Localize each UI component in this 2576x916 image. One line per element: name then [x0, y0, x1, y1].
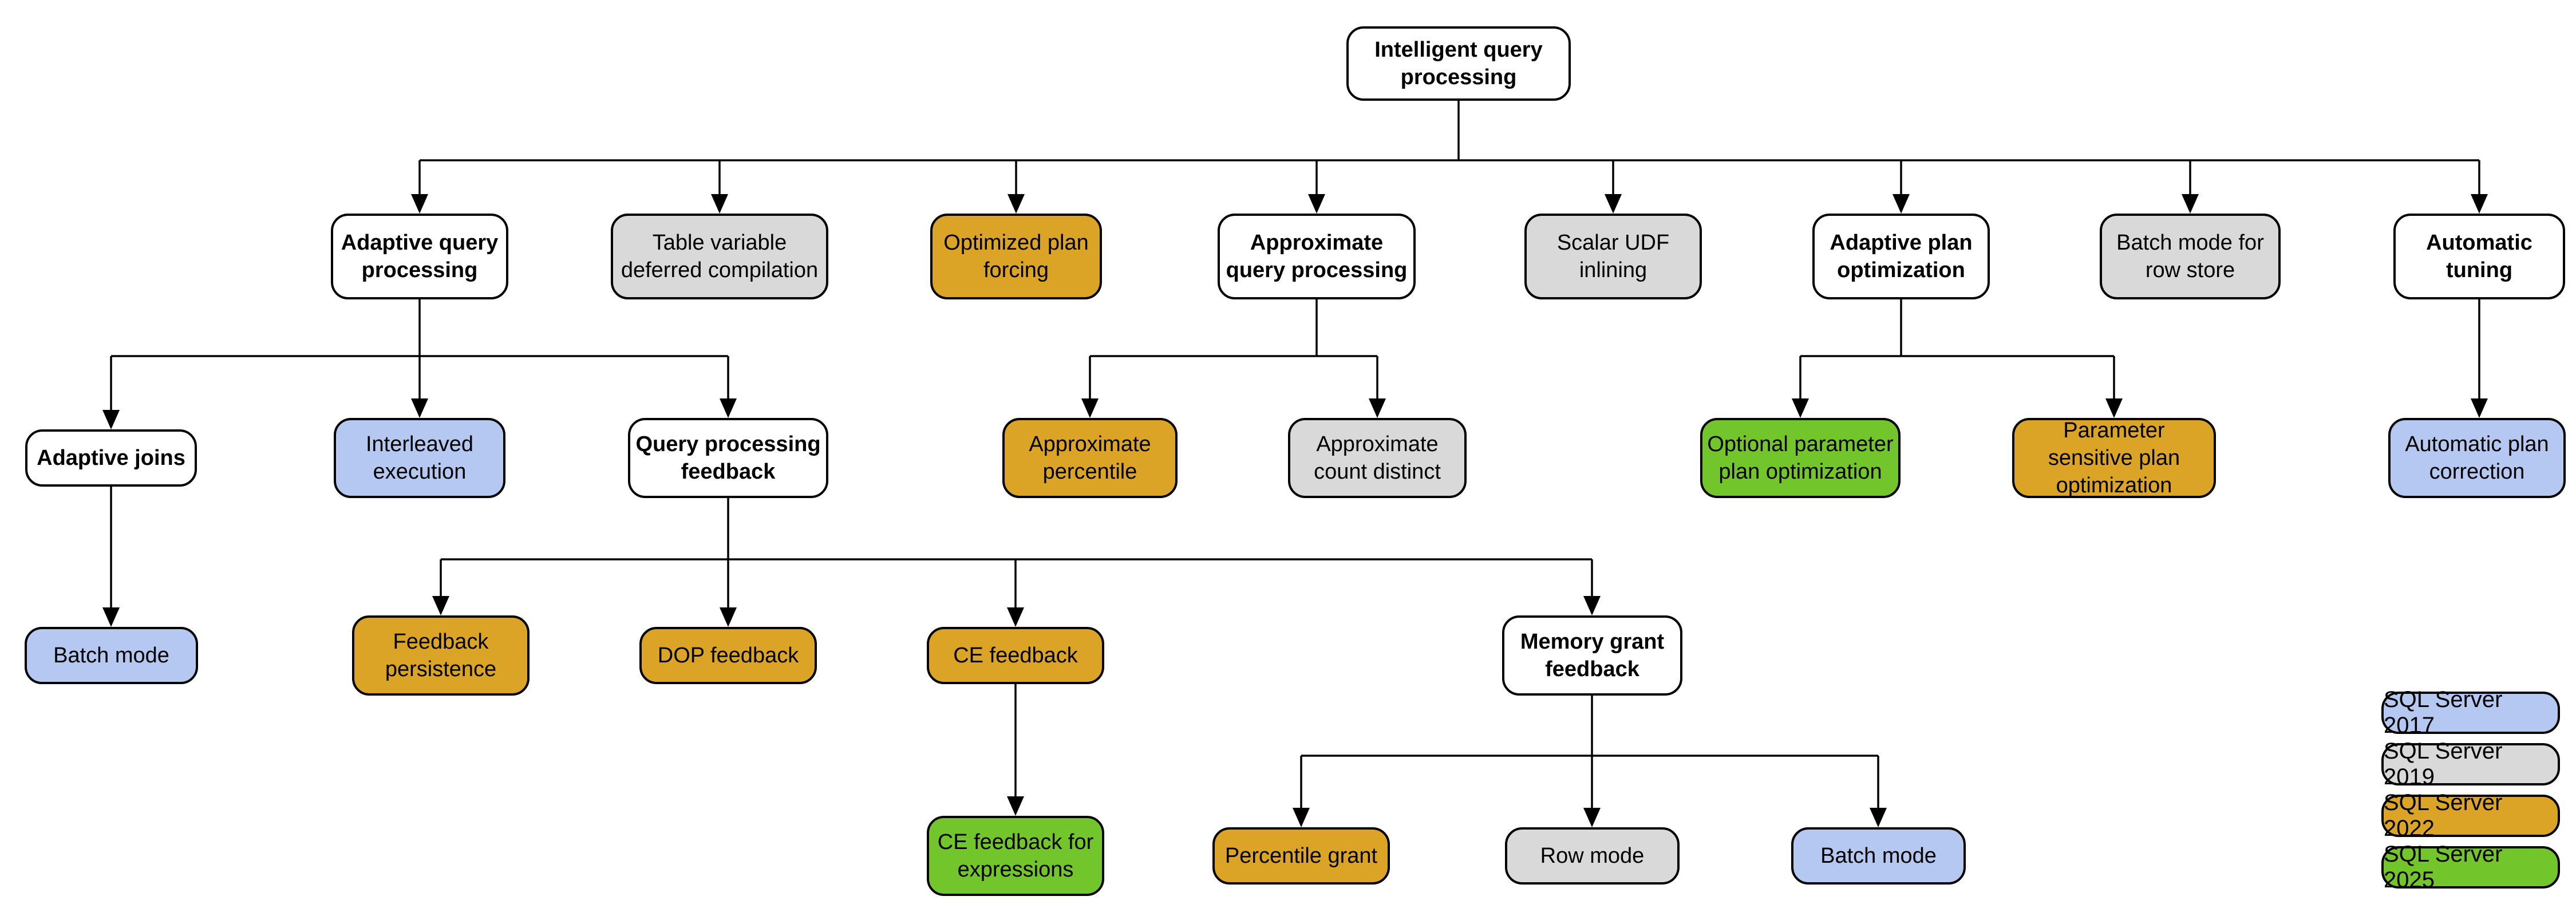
arrowhead-icon [1870, 808, 1887, 827]
node-scalar-udf-inlining: Scalar UDF inlining [1524, 214, 1702, 299]
edge-root-bus [418, 101, 2480, 195]
node-adaptive-plan-optimization: Adaptive plan optimization [1812, 214, 1990, 299]
node-memory-grant-feedback: Memory grant feedback [1502, 615, 1682, 696]
node-table-variable-deferred-compilation: Table variable deferred compilation [611, 214, 828, 299]
arrowhead-icon [411, 194, 428, 214]
node-automatic-tuning: Automatic tuning [2393, 214, 2565, 299]
node-approximate-percentile: Approximate percentile [1002, 418, 1178, 498]
node-ce-feedback-for-expressions: CE feedback for expressions [927, 816, 1104, 896]
arrowhead-icon [1792, 398, 1809, 418]
arrowhead-icon [1369, 398, 1386, 418]
edge-qpf-bus [440, 498, 1593, 609]
arrowhead-icon [1605, 194, 1622, 214]
node-approximate-count-distinct: Approximate count distinct [1288, 418, 1467, 498]
arrowhead-icon [1583, 808, 1601, 827]
node-feedback-persistence: Feedback persistence [352, 615, 530, 696]
arrowhead-icon [720, 398, 737, 418]
arrowhead-icon [1293, 808, 1310, 827]
node-row-mode: Row mode [1505, 827, 1680, 885]
node-intelligent-query-processing: Intelligent query processing [1346, 26, 1571, 101]
node-optimized-plan-forcing: Optimized plan forcing [930, 214, 1102, 299]
edge-aqp2-bus [1089, 299, 1378, 400]
arrowhead-icon [1081, 398, 1099, 418]
arrowhead-icon [1007, 796, 1024, 816]
arrowhead-icon [102, 607, 120, 627]
arrowhead-icon [1893, 194, 1910, 214]
arrowhead-icon [711, 194, 728, 214]
arrowhead-icon [2105, 398, 2123, 418]
arrowhead-icon [720, 607, 737, 627]
node-batch-mode-for-row-store: Batch mode for row store [2100, 214, 2281, 299]
arrowhead-icon [102, 410, 120, 429]
arrowhead-icon [1008, 194, 1025, 214]
legend-sql-server-2017: SQL Server 2017 [2381, 687, 2560, 738]
arrowhead-icon [411, 398, 428, 418]
arrowhead-icon [432, 596, 449, 615]
arrowhead-icon [2471, 398, 2488, 418]
arrowhead-icon [2471, 194, 2488, 214]
legend-sql-server-2025: SQL Server 2025 [2381, 842, 2560, 893]
node-ce-feedback: CE feedback [927, 627, 1104, 684]
arrowhead-icon [1308, 194, 1325, 214]
node-interleaved-execution: Interleaved execution [334, 418, 505, 498]
edge-mgf-bus [1300, 696, 1879, 809]
arrowhead-icon [1583, 596, 1601, 615]
node-batch-mode-adaptive-joins: Batch mode [25, 627, 198, 684]
node-dop-feedback: DOP feedback [639, 627, 817, 684]
node-adaptive-joins: Adaptive joins [25, 429, 197, 487]
node-query-processing-feedback: Query processing feedback [628, 418, 828, 498]
arrowhead-icon [1007, 607, 1024, 627]
edge-aqp-bus [110, 299, 729, 411]
node-parameter-sensitive-plan-optimization: Parameter sensitive plan optimization [2012, 418, 2216, 498]
legend-sql-server-2022: SQL Server 2022 [2381, 790, 2560, 841]
node-approximate-query-processing: Approximate query processing [1218, 214, 1416, 299]
legend-sql-server-2019: SQL Server 2019 [2381, 739, 2560, 789]
node-automatic-plan-correction: Automatic plan correction [2388, 418, 2566, 498]
arrowhead-icon [2182, 194, 2199, 214]
node-adaptive-query-processing: Adaptive query processing [331, 214, 508, 299]
node-optional-parameter-plan-optimization: Optional parameter plan optimization [1700, 418, 1901, 498]
node-batch-mode-memory-grant: Batch mode [1791, 827, 1966, 885]
connector-edges [110, 101, 2480, 809]
node-percentile-grant: Percentile grant [1212, 827, 1390, 885]
edge-apo-bus [1799, 299, 2115, 400]
